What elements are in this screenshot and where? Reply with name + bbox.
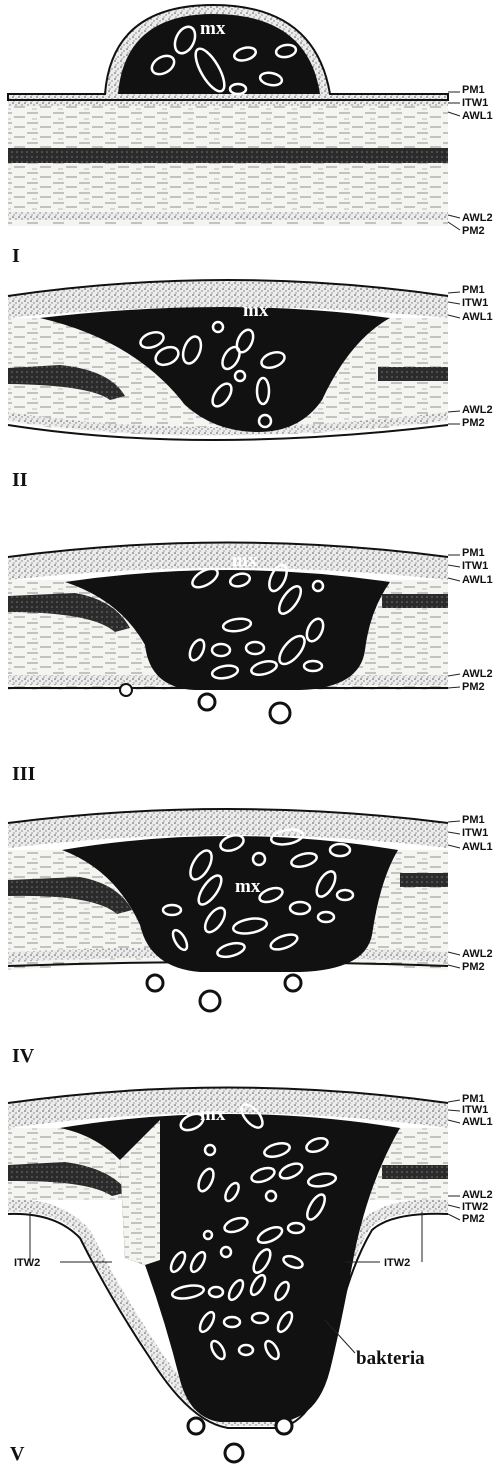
dark-band [382,1165,448,1179]
layer-label-pm2: PM2 [462,1213,485,1225]
layer-label-awl2: AWL2 [462,404,493,416]
layer-label-pm1: PM1 [462,547,485,559]
layer-label-awl1: AWL1 [462,574,493,586]
layer-label-awl1: AWL1 [462,1116,493,1128]
side-label-itw2-left: ITW2 [14,1257,40,1269]
dark-band [382,594,448,608]
bacterium [276,1418,292,1434]
layer-label-awl1: AWL1 [462,841,493,853]
layer-label-itw1: ITW1 [462,560,488,572]
layer-label-pm1: PM1 [462,84,485,96]
bacterium [147,975,163,991]
dark-band [400,873,448,887]
layer-label-pm1: PM1 [462,814,485,826]
stage-label: II [12,469,28,491]
dark-band [8,148,448,163]
panel-stage-3: mx PM1 ITW1 AWL1 AWL2 PM2 III [8,543,493,786]
layer-label-itw1: ITW1 [462,827,488,839]
bacteria-label: bakteria [356,1348,425,1369]
layer-label-itw1: ITW1 [462,97,488,109]
layer-label-pm2: PM2 [462,681,485,693]
layer-label-itw1: ITW1 [462,1104,488,1116]
layer-label-awl1: AWL1 [462,311,493,323]
stage-label: V [10,1443,25,1465]
matrix-label: mx [235,876,261,897]
bacterium [270,703,290,723]
layer-label-pm2: PM2 [462,961,485,973]
bacterium [120,684,132,696]
bacterium [285,975,301,991]
layer-label-awl1: AWL1 [462,110,493,122]
stage-label: III [12,763,36,785]
layer-label-awl2: AWL2 [462,668,493,680]
stage-label: I [12,245,20,267]
matrix-label: mx [200,1104,226,1125]
bacterium [199,694,215,710]
dark-band [378,367,448,381]
panel-stage-4: mx PM1 ITW1 AWL1 AWL2 PM2 IV [8,809,493,1067]
bacterium [188,1418,204,1434]
stage-label: IV [12,1045,35,1067]
panel-stage-5: mx PM1 ITW1 AWL1 AWL2 ITW2 PM2 ITW2 ITW2… [8,1088,493,1466]
layer-label-pm2: PM2 [462,417,485,429]
layer-label-pm1: PM1 [462,284,485,296]
matrix-label: mx [232,550,258,571]
side-label-itw2-right: ITW2 [384,1257,410,1269]
layer-label-awl2: AWL2 [462,212,493,224]
matrix-label: mx [200,18,226,39]
layer-label-pm2: PM2 [462,225,485,237]
panel-stage-1: mx PM1 ITW1 AWL1 AWL2 PM2 I [8,5,493,267]
bacterium [225,1444,243,1462]
layer-label-awl2: AWL2 [462,1189,493,1201]
bacterium [200,991,220,1011]
layer-label-itw1: ITW1 [462,297,488,309]
layer-label-awl2: AWL2 [462,948,493,960]
layer-label-itw2: ITW2 [462,1201,488,1213]
matrix-label: mx [243,300,269,321]
panel-stage-2: mx PM1 ITW1 AWL1 AWL2 PM2 II [8,280,493,491]
stippled-band [8,212,448,220]
